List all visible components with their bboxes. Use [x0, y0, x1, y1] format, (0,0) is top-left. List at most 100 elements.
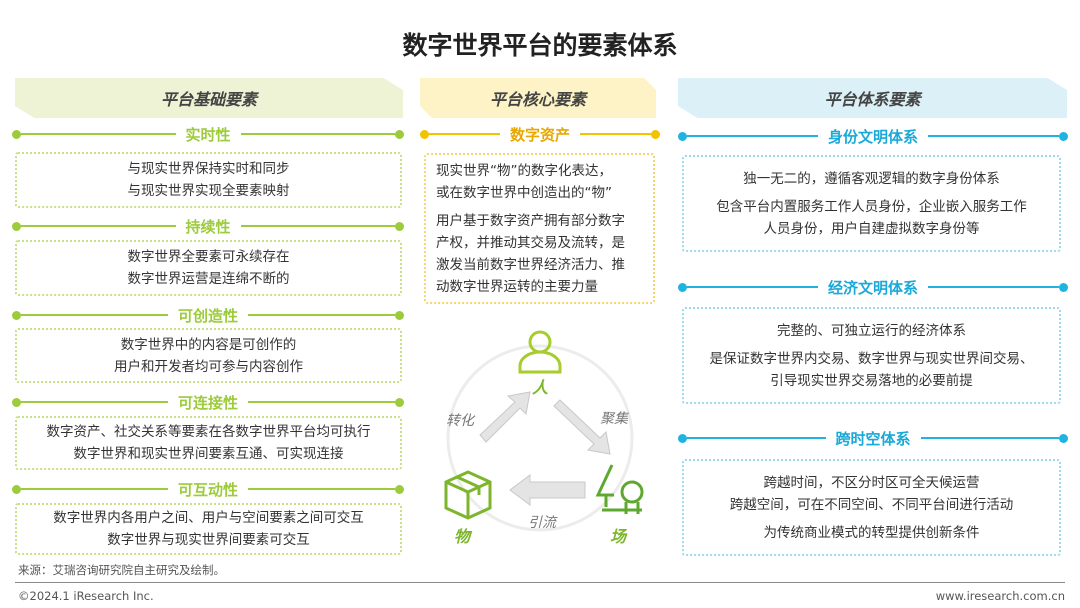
section-title: 经济文明体系: [828, 278, 919, 297]
text-line: 人员身份，用户自建虚拟数字身份等: [763, 220, 980, 237]
section-title: 可互动性: [178, 480, 239, 499]
column-header-core: 平台核心要素: [420, 78, 656, 118]
website: www.iresearch.com.cn: [935, 589, 1065, 603]
divider: [920, 437, 1060, 439]
divider: [21, 133, 176, 135]
dot: [651, 129, 661, 139]
section-title: 数字资产: [510, 125, 571, 144]
dot: [395, 129, 405, 139]
digital-asset-box: 现实世界“物”的数字化表达，或在数字世界中创造出的“物” 用户基于数字资产拥有部…: [424, 153, 655, 304]
dot: [678, 131, 687, 141]
node-thing: 物: [454, 527, 471, 546]
section-title: 持续性: [185, 217, 231, 236]
system-box: 独一无二的，遵循客观逻辑的数字身份体系包含平台内置服务工作人员身份，企业嵌入服务…: [682, 155, 1061, 252]
dot: [1059, 131, 1069, 141]
column-header-foundation: 平台基础要素: [15, 78, 403, 118]
feature-box: 数字世界内各用户之间、用户与空间要素之间可交互数字世界与现实世界间要素可交互: [15, 503, 402, 555]
text-line: 数字世界全要素可永续存在: [127, 249, 290, 265]
paragraph: 用户基于数字资产拥有部分数字产权，并推动其交易及流转，是激发当前数字世界经济活力…: [436, 212, 625, 295]
text-line: 数字世界与现实世界间要素可交互: [107, 532, 310, 548]
column-header-system: 平台体系要素: [678, 78, 1067, 118]
divider: [580, 133, 652, 135]
text-line: 与现实世界保持实时和同步: [127, 161, 290, 177]
section-title: 身份文明体系: [828, 127, 919, 146]
paragraph: 独一无二的，遵循客观逻辑的数字身份体系: [743, 168, 1000, 190]
arrow-gather: [553, 399, 611, 455]
cycle-ring: [446, 344, 634, 532]
paragraph: 为传统商业模式的转型提供创新条件: [764, 522, 980, 544]
divider: [21, 225, 176, 227]
text-line: 跨越空间，可在不同空间、不同平台间进行活动: [729, 496, 1014, 513]
box-icon: [444, 470, 492, 520]
feature-box: 与现实世界保持实时和同步与现实世界实现全要素映射: [15, 152, 402, 208]
divider: [21, 314, 168, 316]
dot: [12, 310, 21, 320]
section-heading: 实时性: [12, 125, 405, 144]
divider: [248, 488, 396, 490]
section-heading: 数字资产: [420, 125, 661, 144]
label-guide: 引流: [528, 515, 556, 531]
copyright: ©2024.1 iResearch Inc.: [18, 589, 154, 603]
divider: [240, 225, 396, 227]
person-icon: [518, 330, 562, 374]
node-place: 场: [610, 527, 627, 546]
feature-box: 数字资产、社交关系等要素在各数字世界平台均可执行数字世界和现实世界间要素互通、可…: [15, 416, 402, 470]
divider: [687, 286, 818, 288]
dot: [1059, 433, 1069, 443]
divider: [928, 286, 1060, 288]
dot: [12, 221, 21, 231]
section-heading: 经济文明体系: [678, 278, 1069, 297]
divider: [21, 401, 168, 403]
dot: [395, 221, 405, 231]
paragraph: 完整的、可独立运行的经济体系: [777, 320, 966, 342]
dot: [395, 397, 405, 407]
divider: [248, 401, 396, 403]
section-heading: 可互动性: [12, 480, 405, 499]
text-line: 引导现实世界交易落地的必要前提: [770, 372, 973, 389]
divider: [928, 135, 1060, 137]
system-box: 完整的、可独立运行的经济体系是保证数字世界内交易、数字世界与现实世界间交易、引导…: [682, 307, 1061, 404]
dot: [678, 282, 687, 292]
arrow-transform: [479, 391, 531, 443]
dot: [12, 484, 21, 494]
label-gather: 聚集: [600, 411, 628, 427]
system-box: 跨越时间，不区分时区可全天候运营跨越空间，可在不同空间、不同平台间进行活动为传统…: [682, 459, 1061, 556]
feature-box: 数字世界中的内容是可创作的用户和开发者均可参与内容创作: [15, 328, 402, 383]
tree-icon: [595, 464, 644, 514]
divider: [687, 135, 818, 137]
divider: [429, 133, 500, 135]
divider: [240, 133, 396, 135]
divider: [248, 314, 396, 316]
dot: [678, 433, 687, 443]
text-line: 包含平台内置服务工作人员身份，企业嵌入服务工作: [716, 198, 1027, 215]
section-heading: 可创造性: [12, 306, 405, 325]
text-line: 用户和开发者均可参与内容创作: [114, 358, 303, 375]
paragraph: 现实世界“物”的数字化表达，或在数字世界中创造出的“物”: [436, 162, 612, 201]
section-title: 可创造性: [178, 306, 239, 325]
text-line: 与现实世界实现全要素映射: [127, 183, 290, 199]
text-line: 数字世界中的内容是可创作的: [120, 336, 297, 353]
section-heading: 跨时空体系: [678, 429, 1069, 448]
dot: [12, 397, 21, 407]
feature-box: 数字世界全要素可永续存在数字世界运营是连绵不断的: [15, 240, 402, 296]
footer-divider: [15, 582, 1065, 583]
text-line: 数字世界和现实世界间要素互通、可实现连接: [73, 446, 344, 462]
section-title: 可连接性: [178, 393, 239, 412]
source-note: 来源：艾瑞咨询研究院自主研究及绘制。: [18, 563, 225, 577]
section-title: 实时性: [185, 125, 231, 144]
dot: [395, 484, 405, 494]
divider: [21, 488, 168, 490]
cycle-diagram: [444, 330, 644, 532]
dot: [1059, 282, 1069, 292]
paragraph: 是保证数字世界内交易、数字世界与现实世界间交易、引导现实世界交易落地的必要前提: [710, 348, 1034, 392]
text-line: 是保证数字世界内交易、数字世界与现实世界间交易、: [709, 350, 1034, 367]
section-heading: 身份文明体系: [678, 127, 1069, 146]
paragraph: 跨越时间，不区分时区可全天候运营跨越空间，可在不同空间、不同平台间进行活动: [730, 472, 1014, 516]
arrow-guide: [509, 474, 586, 506]
node-person: 人: [532, 378, 549, 397]
text-line: 数字世界运营是连绵不断的: [127, 271, 290, 287]
text-line: 完整的、可独立运行的经济体系: [777, 322, 966, 339]
dot: [12, 129, 21, 139]
label-transform: 转化: [446, 413, 474, 429]
section-heading: 持续性: [12, 217, 405, 236]
